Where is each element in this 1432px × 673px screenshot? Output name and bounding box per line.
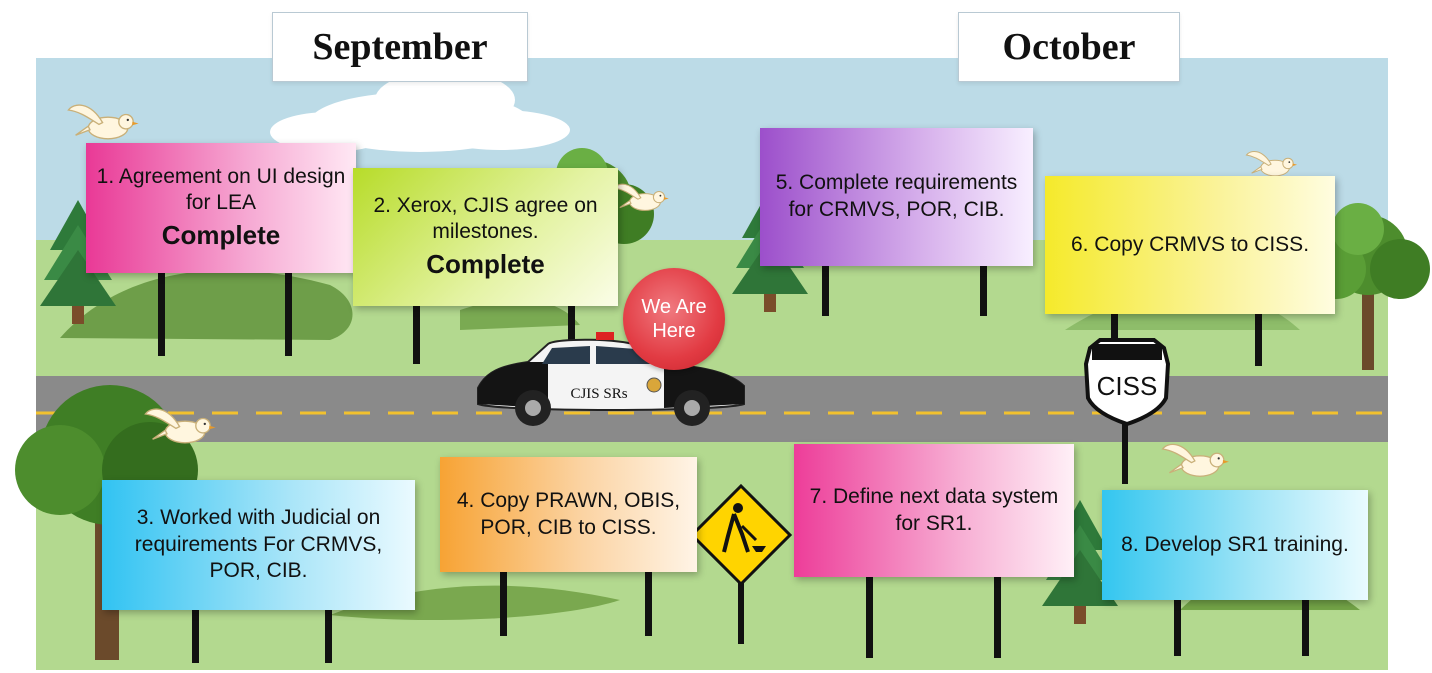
route-shield-label: CISS [1096,371,1158,401]
marker-text: We Are Here [641,296,707,342]
milestone-text: 3. Worked with Judicial on requirements … [134,506,383,583]
milestone-sign-3: 3. Worked with Judicial on requirements … [102,480,415,610]
milestone-sign-4: 4. Copy PRAWN, OBIS, POR, CIB to CISS. [440,457,697,572]
cloud-icon [270,70,570,152]
police-car-icon [477,332,745,426]
milestone-sign-6: 6. Copy CRMVS to CISS. [1045,176,1335,314]
construction-sign-icon [689,483,793,587]
milestone-sign-7: 7. Define next data system for SR1. [794,444,1074,577]
sign-posts [158,262,1309,663]
milestone-text: 1. Agreement on UI design for LEA [96,164,346,215]
milestone-text: 8. Develop SR1 training. [1121,532,1349,556]
milestone-text: 6. Copy CRMVS to CISS. [1070,232,1310,256]
milestone-text: 2. Xerox, CJIS agree on milestones. [373,193,598,244]
we-are-here-marker: We Are Here [623,268,725,370]
milestone-status: Complete [426,249,545,280]
milestone-sign-1: 1. Agreement on UI design for LEA Comple… [86,143,356,273]
milestone-status: Complete [161,220,281,251]
milestone-sign-8: 8. Develop SR1 training. [1102,490,1368,600]
month-header-september: September [272,12,528,82]
milestone-text: 5. Complete requirements for CRMVS, POR,… [775,171,1018,221]
milestone-text: 4. Copy PRAWN, OBIS, POR, CIB to CISS. [456,488,681,539]
milestone-text: 7. Define next data system for SR1. [809,484,1059,535]
tree-icon [1306,203,1430,370]
milestone-sign-2: 2. Xerox, CJIS agree on milestones. Comp… [353,168,618,306]
car-door-label: CJIS SRs [570,386,628,402]
milestone-sign-5: 5. Complete requirements for CRMVS, POR,… [760,128,1033,266]
route-shield-icon [1083,338,1171,427]
month-header-october: October [958,12,1180,82]
